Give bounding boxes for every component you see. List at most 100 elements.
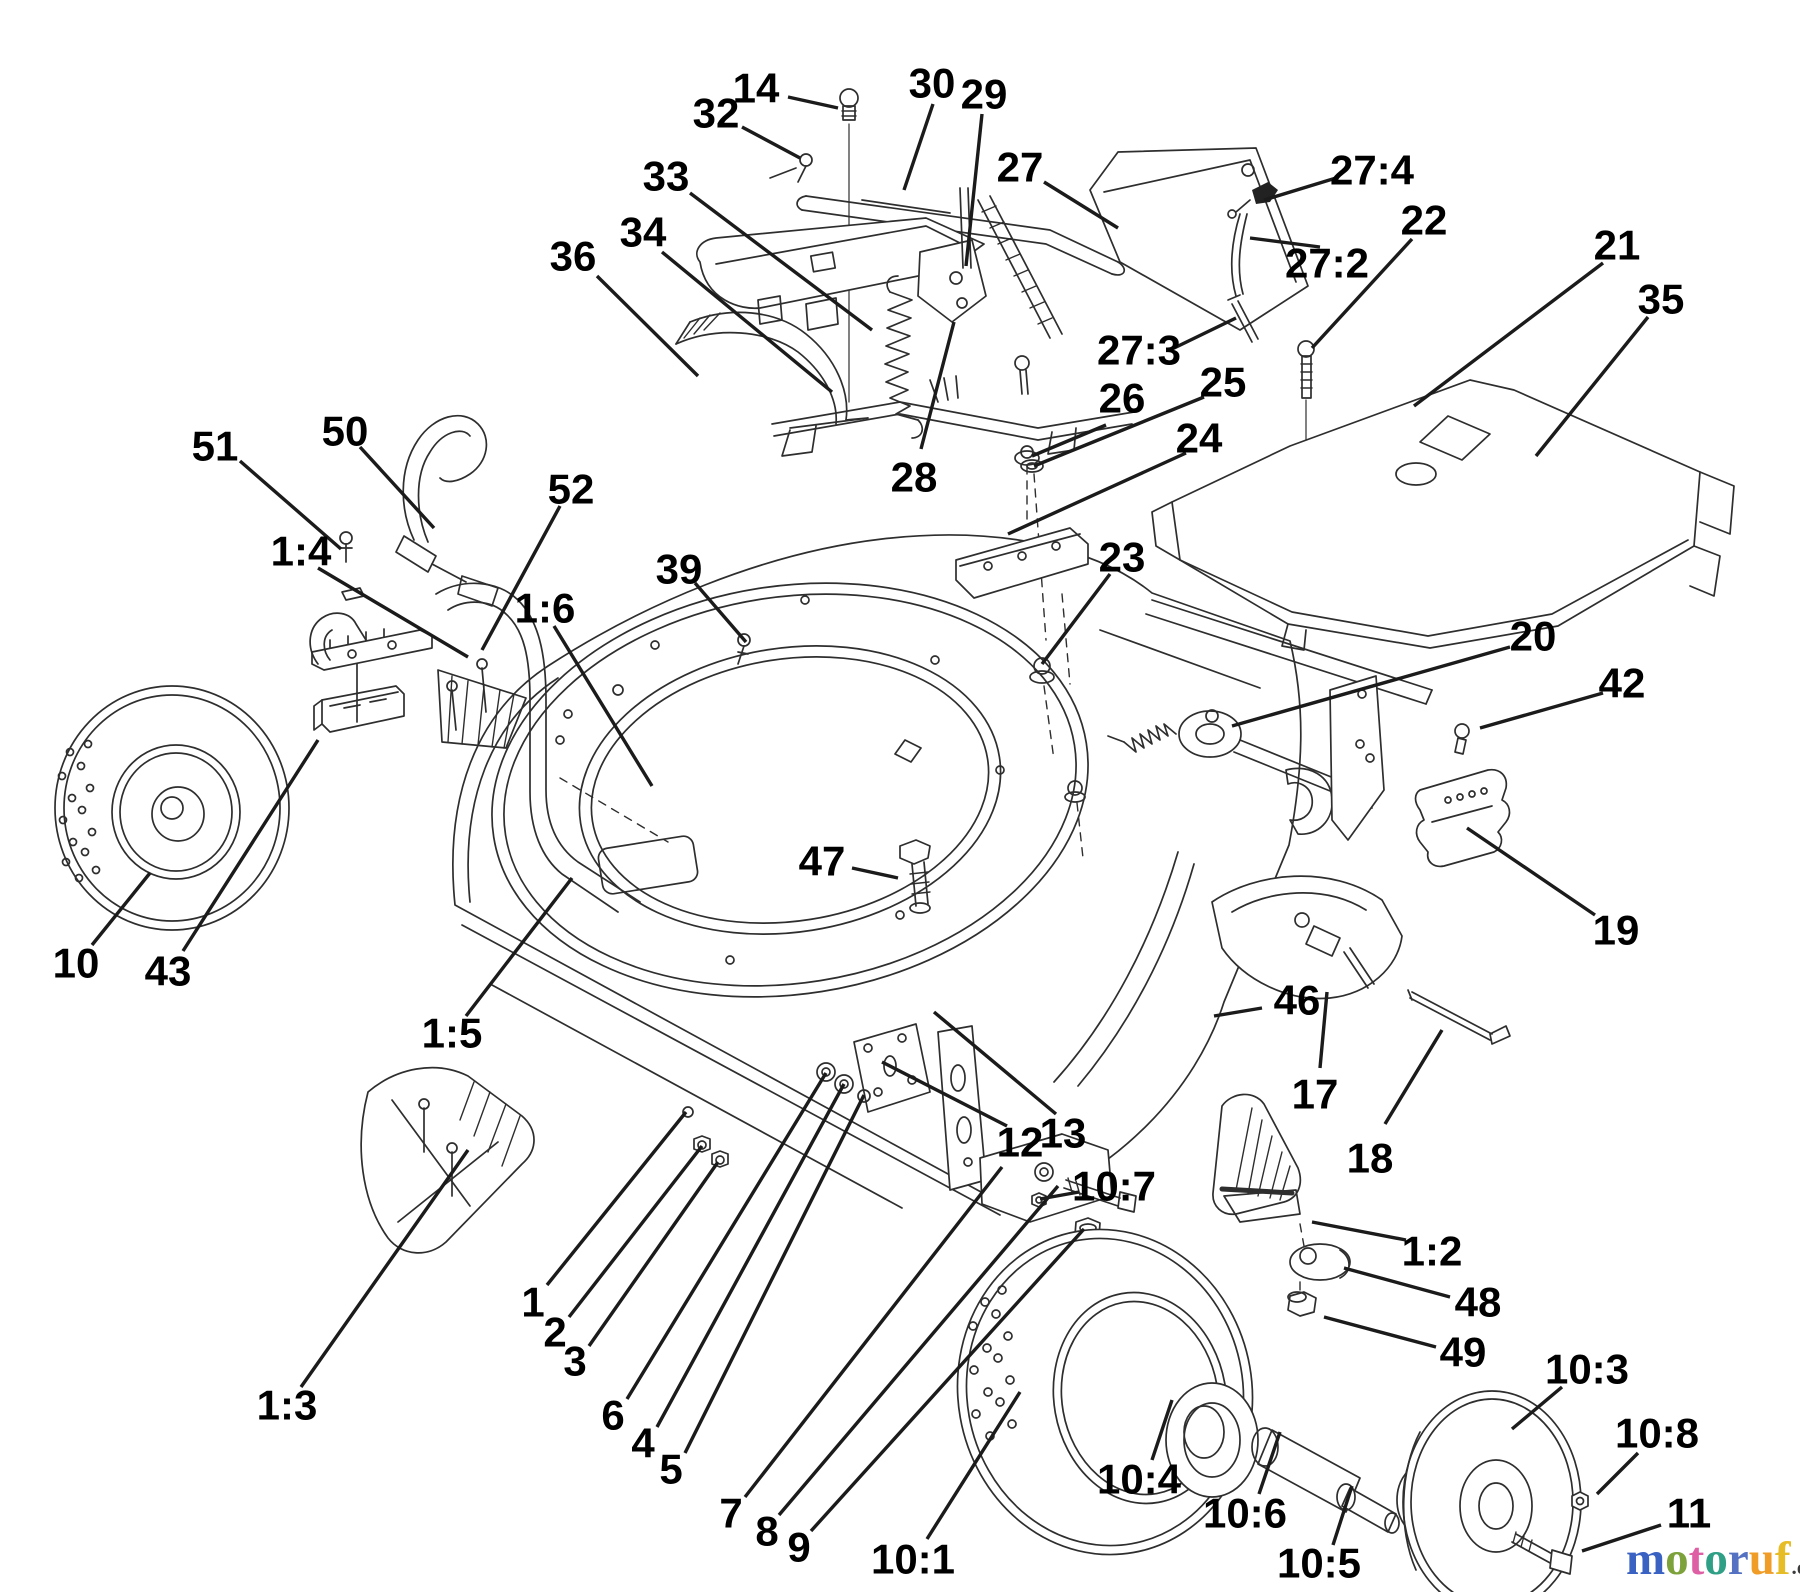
part-label-18: 18: [1347, 1135, 1394, 1182]
tire-tread: [57, 739, 101, 883]
screw-32: [769, 153, 813, 183]
part-label-27: 27: [997, 144, 1044, 191]
blade-housing-ring: [491, 582, 1089, 998]
ring-bolt-holes: [555, 595, 1005, 965]
leader-line-24: [1007, 451, 1187, 536]
handle-grip-50: [395, 414, 499, 607]
part-label-10-8: 10:8: [1615, 1410, 1699, 1457]
logo-letter-r: r: [1727, 1533, 1749, 1585]
leader-line-36: [595, 274, 700, 378]
screw-42: [1454, 723, 1470, 755]
part-label-1-4: 1:4: [271, 528, 332, 575]
leader-line-47: [851, 866, 899, 880]
part-label-10-1: 10:1: [871, 1536, 955, 1583]
leader-line-10: [90, 871, 152, 947]
leader-line-3: [587, 1161, 720, 1347]
part-label-10-6: 10:6: [1203, 1490, 1287, 1537]
part-label-4: 4: [631, 1420, 655, 1467]
bracket-24: [955, 527, 1089, 685]
flange-nut-49: [1287, 1281, 1317, 1317]
part-label-14: 14: [733, 65, 780, 112]
part-label-29: 29: [961, 71, 1008, 118]
part-label-28: 28: [891, 454, 938, 501]
pivot-bracket: [917, 239, 987, 323]
leader-line-18: [1383, 1029, 1444, 1125]
part-label-20: 20: [1510, 613, 1557, 660]
leader-line-5: [683, 1094, 866, 1454]
part-label-22: 22: [1401, 197, 1448, 244]
screw-51: [339, 531, 353, 563]
leader-line-11: [1581, 1523, 1662, 1553]
leader-line-10-4: [1150, 1399, 1174, 1461]
part-label-12: 12: [997, 1119, 1044, 1166]
handlebar-52: [435, 582, 641, 913]
part-label-10-5: 10:5: [1277, 1540, 1361, 1587]
leader-line-43: [181, 739, 320, 952]
motoruf-logo[interactable]: motoruf .de: [1626, 1536, 1800, 1583]
leader-line-10-8: [1595, 1451, 1640, 1496]
part-label-3: 3: [563, 1338, 586, 1385]
part-label-7: 7: [719, 1490, 742, 1537]
part-label-26: 26: [1099, 375, 1146, 422]
leader-line-21: [1412, 261, 1605, 408]
leader-line-27-3: [1169, 316, 1237, 352]
front-wheel: [54, 685, 290, 931]
leader-line-12: [881, 1060, 1008, 1128]
gusset-bracket: [437, 658, 527, 749]
part-label-24: 24: [1176, 415, 1223, 462]
bolt-47: [899, 839, 931, 914]
leader-line-10-5: [1331, 1485, 1354, 1546]
part-label-39: 39: [656, 546, 703, 593]
part-label-48: 48: [1455, 1279, 1502, 1326]
leader-line-32: [741, 125, 801, 160]
leader-line-35: [1534, 315, 1650, 458]
leader-line-27-2: [1249, 236, 1321, 249]
part-label-1-5: 1:5: [422, 1010, 483, 1057]
chute-36: [675, 311, 869, 429]
clamp-bracket-19: [1414, 768, 1511, 868]
bolt-11: [1511, 1531, 1573, 1575]
part-label-1-3: 1:3: [257, 1382, 318, 1429]
leader-line-46: [1213, 1006, 1263, 1018]
part-label-2: 2: [543, 1309, 566, 1356]
leader-line-26: [1031, 423, 1107, 458]
part-label-5: 5: [659, 1446, 682, 1493]
part-label-46: 46: [1274, 977, 1321, 1024]
cover-35: [1151, 379, 1735, 651]
part-label-11: 11: [1667, 1490, 1711, 1537]
screw-39: [737, 633, 751, 665]
leader-line-52: [480, 505, 562, 651]
logo-word: motoruf: [1626, 1536, 1790, 1583]
deflector-wedge-1-2: [1212, 1093, 1305, 1247]
part-label-36: 36: [550, 233, 597, 280]
leader-line-25: [1033, 395, 1205, 468]
hub-10-4: [1165, 1382, 1259, 1498]
part-label-10-4: 10:4: [1097, 1456, 1182, 1503]
leader-line-33: [688, 191, 874, 332]
leader-line-4: [655, 1083, 846, 1428]
pin-27-3: [1227, 294, 1259, 343]
bolt-26: [1014, 355, 1040, 521]
deck-label-plate: [597, 835, 699, 895]
part-label-42: 42: [1599, 660, 1646, 707]
part-label-1-2: 1:2: [1402, 1228, 1463, 1275]
leader-line-10-6: [1257, 1431, 1282, 1495]
part-label-25: 25: [1200, 359, 1247, 406]
logo-letter-f: f: [1774, 1533, 1791, 1585]
part-label-21: 21: [1594, 222, 1641, 269]
leader-lines: [90, 95, 1662, 1553]
axle-spacer-10-6: [1251, 1427, 1400, 1534]
leader-line-1-6: [552, 625, 654, 787]
leader-line-10-1: [925, 1391, 1022, 1540]
leader-line-1-2: [1311, 1220, 1407, 1242]
logo-letter-o: o: [1665, 1533, 1689, 1585]
leader-line-29: [964, 113, 984, 267]
part-label-43: 43: [145, 948, 192, 995]
cable-27-2: [1230, 213, 1248, 297]
logo-letter-m: m: [1626, 1533, 1666, 1585]
part-label-49: 49: [1440, 1329, 1487, 1376]
leader-line-8: [777, 1184, 1060, 1517]
